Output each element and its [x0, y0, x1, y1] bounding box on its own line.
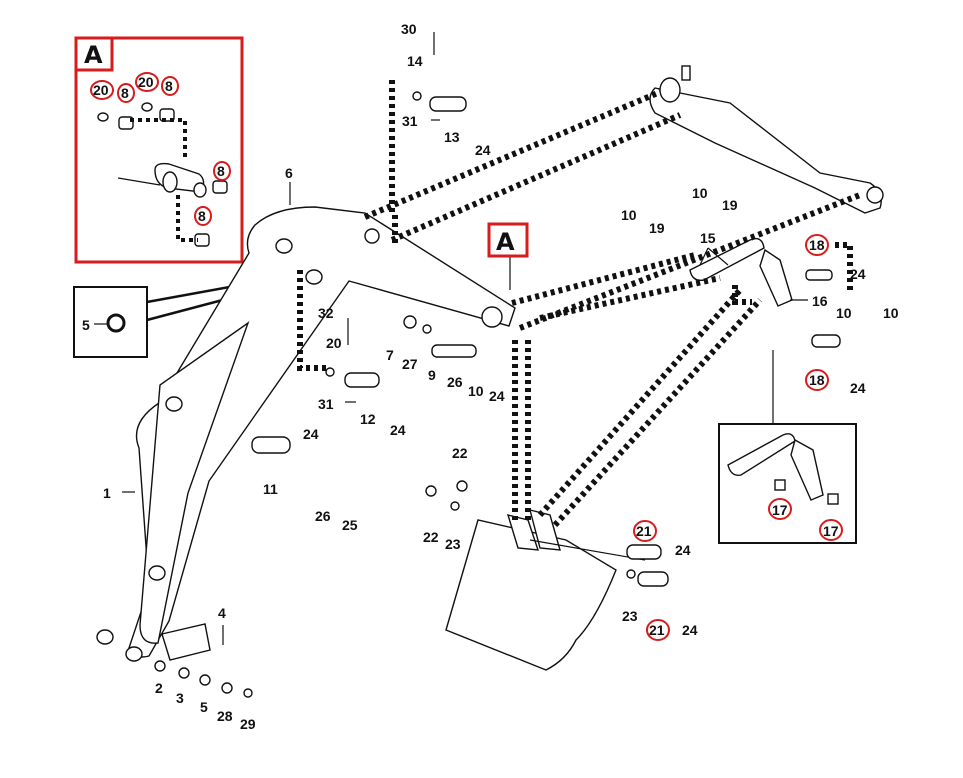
label-24-f: 24	[489, 388, 505, 404]
label-6: 6	[285, 165, 293, 181]
label-30: 30	[401, 21, 417, 37]
marker-a: A	[487, 222, 529, 258]
label-8-d: 8	[198, 208, 206, 224]
label-10-c: 10	[836, 305, 852, 321]
label-26-b: 26	[315, 508, 331, 524]
label-9: 9	[428, 367, 436, 383]
part-number-labels: 1 2 3 4 5 5 6 7 8 8 8 8 9 10 10 10 10 10…	[82, 21, 899, 732]
label-31-a: 31	[402, 113, 418, 129]
label-19-a: 19	[722, 197, 738, 213]
label-22-b: 22	[423, 529, 439, 545]
view-a-label: A	[84, 41, 103, 69]
label-10-e: 10	[468, 383, 484, 399]
pins-and-hardware	[154, 32, 841, 698]
leader-lines	[94, 182, 808, 493]
label-24-h: 24	[682, 622, 698, 638]
label-24-d: 24	[303, 426, 319, 442]
bucket	[445, 509, 646, 671]
label-24-b: 24	[850, 266, 866, 282]
label-24-e: 24	[390, 422, 406, 438]
assembly-lines	[297, 80, 862, 528]
label-21-b: 21	[649, 622, 665, 638]
label-31-b: 31	[318, 396, 334, 412]
label-2: 2	[155, 680, 163, 696]
label-24-g: 24	[675, 542, 691, 558]
label-15: 15	[700, 230, 716, 246]
label-19-b: 19	[649, 220, 665, 236]
label-18-b: 18	[809, 372, 825, 388]
label-14: 14	[407, 53, 423, 69]
label-23-a: 23	[445, 536, 461, 552]
label-13: 13	[444, 129, 460, 145]
hydraulic-cylinder	[649, 65, 884, 214]
label-11: 11	[263, 481, 278, 497]
label-8-b: 8	[165, 78, 173, 94]
label-17-a: 17	[772, 502, 788, 518]
detail-a-parts	[97, 102, 228, 247]
label-22-a: 22	[452, 445, 468, 461]
boom	[96, 206, 516, 662]
label-1: 1	[103, 485, 111, 501]
label-10-b: 10	[621, 207, 637, 223]
label-32: 32	[318, 305, 334, 321]
label-27: 27	[402, 356, 418, 372]
label-12: 12	[360, 411, 376, 427]
label-29: 29	[240, 716, 256, 732]
label-8-c: 8	[217, 163, 225, 179]
label-26-a: 26	[447, 374, 463, 390]
label-8-a: 8	[121, 85, 129, 101]
label-20-a: 20	[93, 82, 109, 98]
label-25: 25	[342, 517, 358, 533]
label-3: 3	[176, 690, 184, 706]
detail-view-a: A	[74, 36, 244, 264]
label-16: 16	[812, 293, 828, 309]
label-18-a: 18	[809, 237, 825, 253]
link-detail-box	[718, 350, 857, 544]
label-5: 5	[200, 699, 208, 715]
label-20-c: 20	[326, 335, 342, 351]
label-21-a: 21	[636, 523, 652, 539]
label-24-a: 24	[475, 142, 491, 158]
label-23-b: 23	[622, 608, 638, 624]
label-10-d: 10	[883, 305, 899, 321]
marker-a-label: A	[496, 228, 515, 256]
label-24-c: 24	[850, 380, 866, 396]
label-28: 28	[217, 708, 233, 724]
label-7: 7	[386, 347, 394, 363]
highlight-circles	[90, 72, 843, 641]
linkage	[689, 237, 793, 307]
label-17-b: 17	[823, 523, 839, 539]
label-4: 4	[218, 605, 226, 621]
label-10-a: 10	[692, 185, 708, 201]
label-20-b: 20	[138, 74, 154, 90]
label-5-box: 5	[82, 317, 90, 333]
